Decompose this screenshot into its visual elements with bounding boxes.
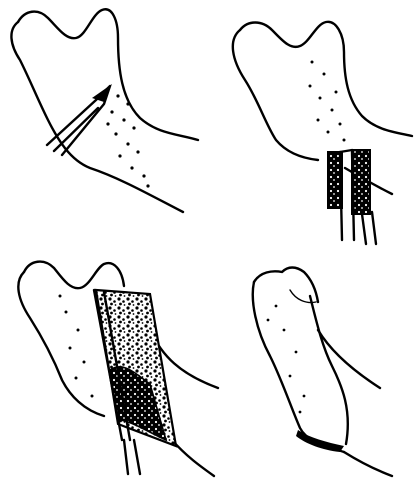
jaw-outline-top (18, 9, 198, 140)
bone-dots (106, 94, 149, 187)
panel-top-left (11, 9, 198, 212)
jaw-outline (253, 282, 344, 452)
instrument-icon (47, 84, 112, 155)
blade-icon (328, 150, 376, 244)
bone-dots (309, 61, 346, 142)
jaw-outline-top (254, 268, 318, 303)
jaw-outline (11, 22, 183, 212)
panel-top-right (233, 22, 412, 244)
jaw-outline-top (24, 262, 124, 289)
jaw-outline (18, 272, 104, 416)
panel-bottom-right (253, 268, 392, 477)
jaw-outline (233, 30, 318, 160)
panel-bottom-left (18, 262, 218, 476)
